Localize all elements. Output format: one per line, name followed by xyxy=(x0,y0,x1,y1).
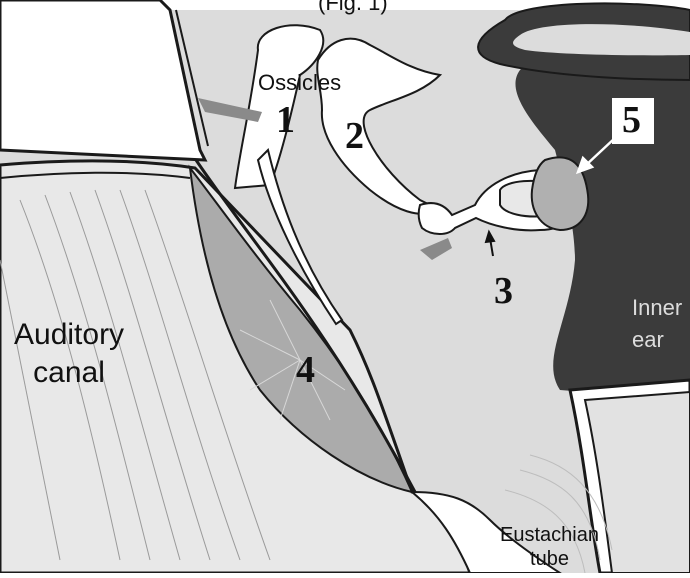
number-3: 3 xyxy=(494,272,513,310)
label-auditory-canal: Auditory canal xyxy=(14,316,124,391)
number-5: 5 xyxy=(622,101,641,139)
label-ossicles: Ossicles xyxy=(258,72,341,94)
label-inner-ear: Inner ear xyxy=(632,292,682,356)
number-1: 1 xyxy=(276,101,295,139)
number-2: 2 xyxy=(345,117,364,155)
caption-fragment: (Fig. 1) xyxy=(318,0,388,14)
label-eustachian-tube: Eustachian tube xyxy=(500,523,599,571)
number-4: 4 xyxy=(296,351,315,389)
inner-ear-loop-hole xyxy=(513,24,690,55)
skull-wall xyxy=(0,0,205,160)
